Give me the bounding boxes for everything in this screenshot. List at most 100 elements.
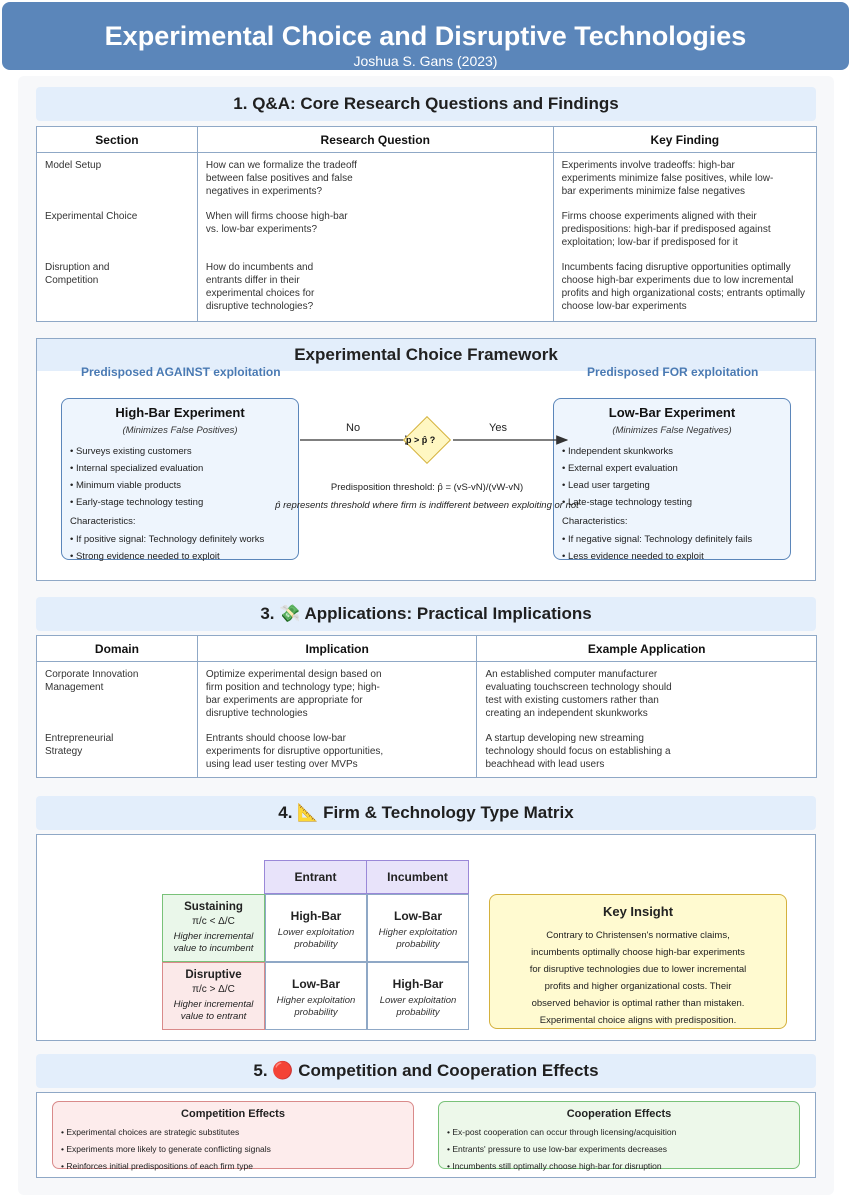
cell-title: Low-Bar: [394, 909, 442, 923]
insight-line: incumbents optimally choose high-bar exp…: [531, 947, 745, 958]
predisposed-for-label: Predisposed FOR exploitation: [587, 365, 759, 379]
sustaining-title: Sustaining: [184, 901, 243, 913]
disruptive-desc: Higher incremental value to entrant: [173, 999, 254, 1022]
matrix-cell-sustaining-incumbent: Low-Bar Higher exploitation probability: [367, 894, 469, 962]
cell-title: High-Bar: [392, 977, 444, 991]
cell-desc: Higher exploitation probability: [276, 995, 356, 1018]
apps-col-domain: Domain: [36, 635, 198, 662]
list-item: • Independent skunkworks: [562, 446, 674, 457]
qa-col-section: Section: [36, 126, 198, 153]
qa-cell-finding: Firms choose experiments aligned with th…: [552, 203, 818, 255]
framework-title: Experimental Choice Framework: [37, 339, 815, 371]
apps-table: Domain Implication Example Application C…: [36, 635, 817, 778]
qa-cell-finding: Incumbents facing disruptive opportuniti…: [552, 254, 818, 322]
insight-line: for disruptive technologies due to lower…: [529, 964, 747, 975]
key-insight-box: Key Insight Contrary to Christensen's no…: [489, 894, 787, 1029]
threshold-note: p̂ represents threshold where firm is in…: [275, 500, 579, 511]
list-item: • Entrants' pressure to use low-bar expe…: [447, 1144, 668, 1154]
low-bar-char-label: Characteristics:: [562, 516, 628, 527]
list-item: • Internal specialized evaluation: [70, 463, 204, 474]
cell-desc: Lower exploitation probability: [379, 995, 457, 1018]
header-banner: Experimental Choice and Disruptive Techn…: [2, 2, 849, 70]
high-bar-box: High-Bar Experiment (Minimizes False Pos…: [61, 398, 299, 562]
sustaining-desc: Higher incremental value to incumbent: [173, 931, 254, 954]
list-item: • If negative signal: Technology definit…: [562, 534, 753, 545]
key-insight-title: Key Insight: [602, 904, 674, 919]
matrix-section-title: 4. 📐 Firm & Technology Type Matrix: [36, 796, 816, 830]
framework-panel: Experimental Choice Framework Predispose…: [36, 338, 816, 581]
list-item: • Incumbents still optimally choose high…: [447, 1161, 662, 1171]
list-item: • Experimental choices are strategic sub…: [61, 1127, 240, 1137]
cell-desc: Higher exploitation probability: [378, 927, 458, 950]
competition-effects-box: Competition Effects • Experimental choic…: [52, 1101, 414, 1171]
list-item: • Late-stage technology testing: [562, 497, 693, 508]
qa-cell-question: How can we formalize the tradeoff betwee…: [196, 152, 554, 204]
table-row: Disruption and Competition How do incumb…: [36, 254, 818, 322]
qa-cell-section: Disruption and Competition: [36, 254, 198, 322]
sustaining-formula: π/c < Δ/C: [192, 916, 235, 927]
apps-col-implication: Implication: [196, 635, 478, 662]
qa-cell-section: Experimental Choice: [36, 203, 198, 255]
no-label: No: [346, 422, 361, 434]
disruptive-title: Disruptive: [185, 969, 242, 981]
cell-title: Low-Bar: [292, 977, 340, 991]
list-item: • External expert evaluation: [562, 463, 678, 474]
apps-section-title: 3. 💸 Applications: Practical Implication…: [36, 597, 816, 631]
cooperation-effects-title: Cooperation Effects: [566, 1108, 672, 1120]
matrix-col-entrant: Entrant: [264, 860, 367, 894]
cooperation-effects-box: Cooperation Effects • Ex-post cooperatio…: [438, 1101, 800, 1171]
apps-col-example: Example Application: [476, 635, 817, 662]
qa-cell-section: Model Setup: [36, 152, 198, 204]
list-item: • Experiments more likely to generate co…: [61, 1144, 271, 1154]
cell-title: High-Bar: [290, 909, 342, 923]
apps-cell-example: An established computer manufacturer eva…: [476, 661, 817, 726]
high-bar-char-label: Characteristics:: [70, 516, 136, 527]
decision-label: p > p̂ ?: [406, 435, 436, 445]
insight-line: Experimental choice aligns with predispo…: [539, 1015, 737, 1026]
high-bar-subtitle: (Minimizes False Positives): [122, 425, 238, 436]
qa-table: Section Research Question Key Finding Mo…: [36, 126, 818, 322]
list-item: • Surveys existing customers: [70, 446, 192, 457]
predisposed-against-label: Predisposed AGAINST exploitation: [81, 365, 281, 379]
qa-cell-finding: Experiments involve tradeoffs: high-bar …: [552, 152, 818, 204]
qa-cell-question: How do incumbents and entrants differ in…: [196, 254, 554, 322]
qa-header-row: Section Research Question Key Finding: [36, 126, 818, 153]
disruptive-formula: π/c > Δ/C: [192, 984, 235, 995]
low-bar-title: Low-Bar Experiment: [608, 405, 736, 420]
insight-line: profits and higher organizational costs.…: [544, 981, 732, 992]
matrix-cell-disruptive-incumbent: High-Bar Lower exploitation probability: [367, 962, 469, 1030]
matrix-col-incumbent: Incumbent: [366, 860, 469, 894]
high-bar-title: High-Bar Experiment: [115, 405, 245, 420]
low-bar-subtitle: (Minimizes False Negatives): [612, 425, 732, 436]
matrix-cell-sustaining-entrant: High-Bar Lower exploitation probability: [265, 894, 367, 962]
apps-cell-domain: Entrepreneurial Strategy: [36, 725, 198, 778]
list-item: • Ex-post cooperation can occur through …: [447, 1127, 677, 1137]
list-item: • Strong evidence needed to exploit: [70, 551, 220, 562]
matrix-row-sustaining: Sustaining π/c < Δ/C Higher incremental …: [162, 894, 265, 962]
matrix-row-disruptive: Disruptive π/c > Δ/C Higher incremental …: [162, 962, 265, 1030]
apps-cell-example: A startup developing new streaming techn…: [476, 725, 817, 778]
apps-cell-domain: Corporate Innovation Management: [36, 661, 198, 726]
apps-cell-implication: Optimize experimental design based on fi…: [196, 661, 478, 726]
table-row: Model Setup How can we formalize the tra…: [36, 152, 818, 204]
page-title: Experimental Choice and Disruptive Techn…: [104, 21, 747, 51]
threshold-formula: Predisposition threshold: p̂ = (vS-vN)/(…: [330, 482, 524, 493]
table-row: Experimental Choice When will firms choo…: [36, 203, 818, 255]
low-bar-box: Low-Bar Experiment (Minimizes False Nega…: [553, 398, 791, 562]
list-item: • Minimum viable products: [70, 480, 182, 491]
key-insight-body: Contrary to Christensen's normative clai…: [490, 927, 786, 1029]
competition-section-title: 5. 🔴 Competition and Cooperation Effects: [36, 1054, 816, 1088]
decision-arrows: [300, 435, 569, 445]
insight-line: Contrary to Christensen's normative clai…: [546, 930, 730, 941]
yes-label: Yes: [489, 422, 507, 434]
page-subtitle: Joshua S. Gans (2023): [353, 53, 498, 69]
matrix-cell-disruptive-entrant: Low-Bar Higher exploitation probability: [265, 962, 367, 1030]
apps-header-row: Domain Implication Example Application: [36, 635, 817, 662]
qa-cell-question: When will firms choose high-bar vs. low-…: [196, 203, 554, 255]
list-item: • Reinforces initial predispositions of …: [61, 1161, 253, 1171]
insight-line: observed behavior is optimal rather than…: [531, 998, 745, 1009]
list-item: • Early-stage technology testing: [70, 497, 204, 508]
list-item: • Lead user targeting: [562, 480, 650, 491]
cell-desc: Lower exploitation probability: [277, 927, 355, 950]
list-item: • Less evidence needed to exploit: [562, 551, 704, 562]
